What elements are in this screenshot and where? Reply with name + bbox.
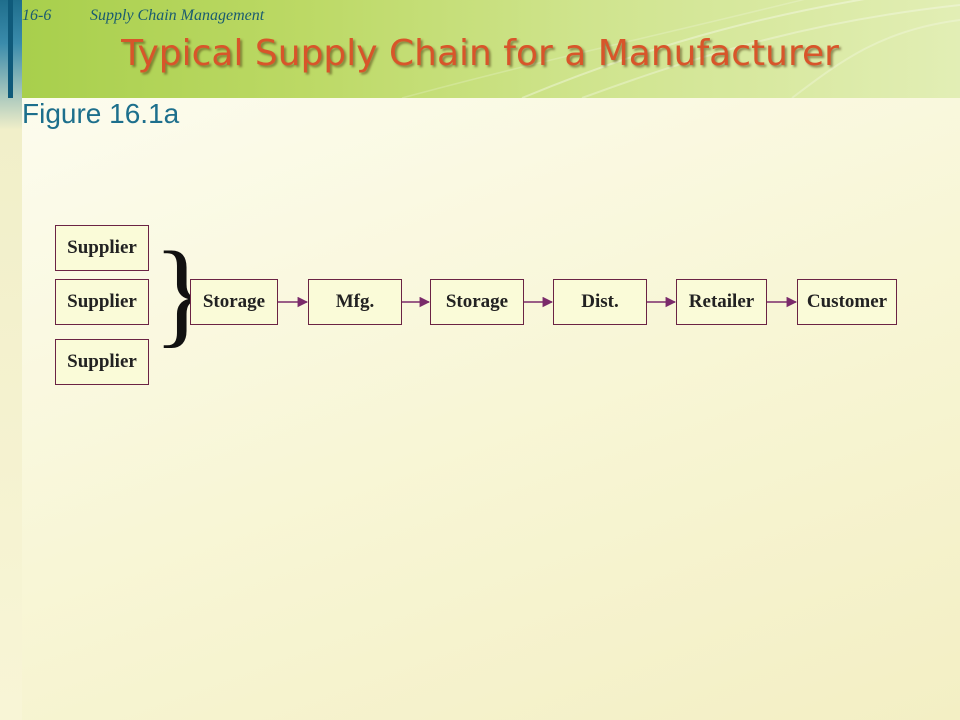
- supplier-box: Supplier: [55, 225, 149, 271]
- chain-node-storage: Storage: [190, 279, 278, 325]
- chain-node-mfg: Mfg.: [308, 279, 402, 325]
- chain-node-storage: Storage: [430, 279, 524, 325]
- chain-node-customer: Customer: [797, 279, 897, 325]
- header-decoration: [401, 0, 960, 98]
- supplier-box: Supplier: [55, 339, 149, 385]
- left-accent-bar: [8, 0, 13, 98]
- figure-label: Figure 16.1a: [22, 98, 180, 129]
- slide-number: 16-6: [22, 7, 52, 24]
- chain-node-dist: Dist.: [553, 279, 647, 325]
- page-title: Typical Supply Chain for a Manufacturer: [121, 33, 839, 74]
- header-band: [22, 0, 960, 98]
- supplier-box: Supplier: [55, 279, 149, 325]
- chain-node-retailer: Retailer: [676, 279, 767, 325]
- slide-subject: Supply Chain Management: [90, 7, 265, 24]
- left-accent-strip: [0, 0, 22, 720]
